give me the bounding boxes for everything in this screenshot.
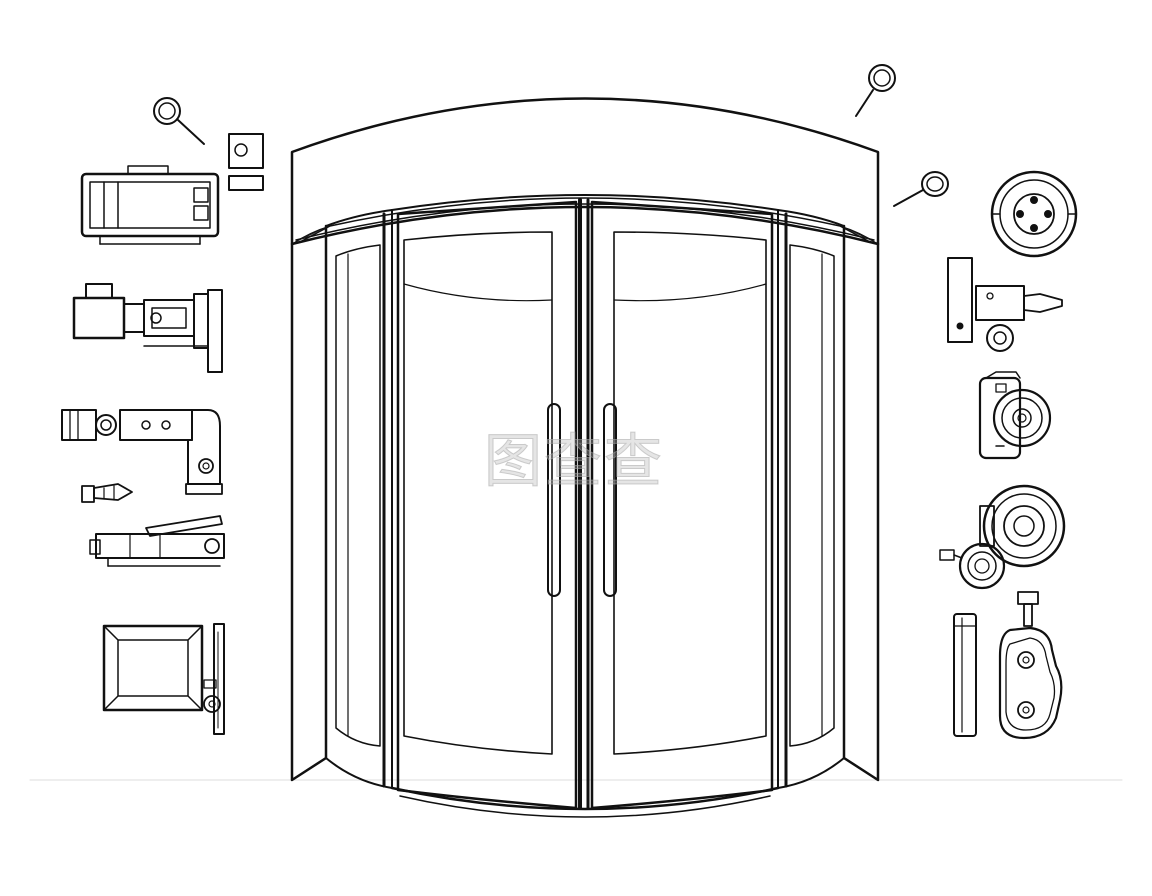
left-curved-wing — [325, 209, 393, 789]
lock-mechanism-icon — [89, 515, 225, 567]
right-pull-handle — [603, 403, 617, 597]
frame-bracket-icon — [102, 623, 225, 735]
left-parts-column — [61, 97, 264, 735]
gear-motor-icon — [978, 371, 1052, 460]
cam-link-icon — [998, 591, 1063, 740]
bearing-disc-icon — [990, 170, 1078, 258]
mount-bracket-icon — [947, 257, 1063, 352]
right-door-leaf — [590, 200, 774, 810]
control-box-icon — [228, 133, 264, 191]
hinge-bracket-icon — [61, 409, 223, 495]
left-glass-panel — [403, 231, 553, 755]
key-ring-icon — [153, 97, 205, 145]
right-curved-wing — [777, 209, 845, 789]
drive-motor-icon — [80, 165, 220, 245]
left-door-leaf — [396, 200, 578, 810]
key-ring-top-icon — [855, 64, 896, 117]
gear-assembly-icon — [939, 484, 1066, 590]
left-pull-handle — [547, 403, 561, 597]
key-ring-small-icon — [893, 171, 949, 207]
connector-plug-icon — [81, 483, 133, 503]
right-glass-panel — [613, 231, 767, 755]
sensor-unit-icon — [72, 283, 223, 373]
right-parts-column — [855, 64, 1078, 740]
revolving-door — [290, 97, 880, 818]
edge-profile-icon — [953, 613, 977, 737]
